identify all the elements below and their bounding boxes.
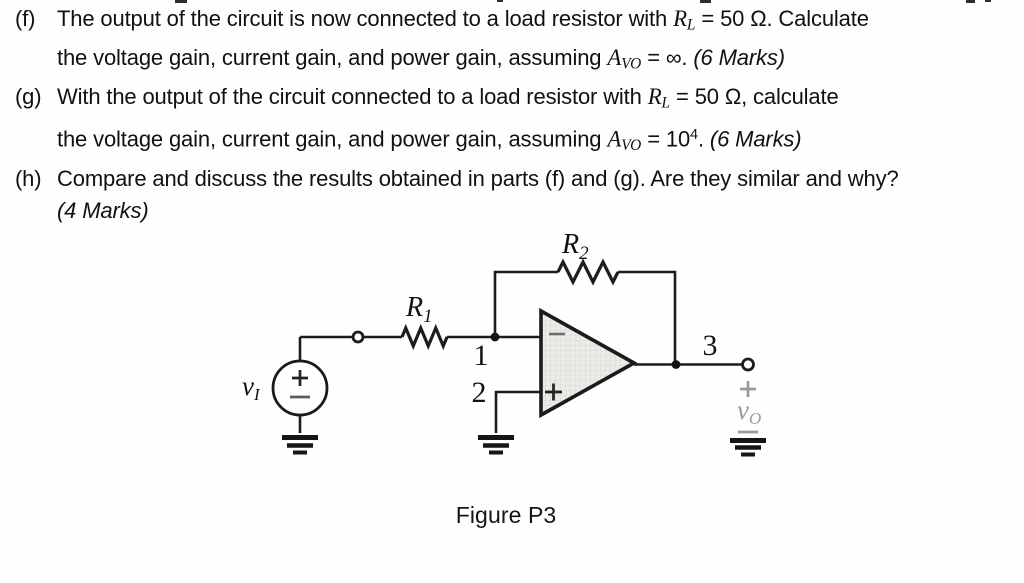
voltage-source-circle bbox=[271, 359, 329, 417]
problem-line: the voltage gain, current gain, and powe… bbox=[0, 119, 1024, 162]
label-node-1: 1 bbox=[474, 339, 489, 372]
label-node-3: 3 bbox=[703, 329, 718, 362]
voltage-source bbox=[271, 337, 329, 455]
wire-noninverting bbox=[494, 390, 541, 433]
noninverting-input-plus-icon bbox=[545, 383, 562, 401]
resistor-r1 bbox=[400, 323, 449, 351]
opamp-triangle bbox=[539, 307, 638, 419]
problem-line: (h) Compare and discuss the results obtai… bbox=[0, 163, 1024, 195]
cropped-text-fragment bbox=[497, 0, 503, 2]
problem-line: (4 Marks) bbox=[0, 195, 1024, 227]
wire-feedback-left bbox=[493, 270, 558, 337]
ground-icon bbox=[478, 435, 514, 455]
label-vout: vO bbox=[737, 395, 761, 428]
label-vin: vI bbox=[242, 371, 261, 404]
problem-item-text: The output of the circuit is now connect… bbox=[57, 6, 869, 34]
problem-item-text: the voltage gain, current gain, and powe… bbox=[57, 126, 802, 155]
problem-item-text: the voltage gain, current gain, and powe… bbox=[57, 44, 785, 73]
problem-item-label: (h) bbox=[15, 165, 42, 191]
cropped-text-fragment bbox=[175, 0, 187, 3]
ground-icon bbox=[730, 438, 766, 457]
wire-feedback-right bbox=[618, 270, 677, 365]
label-node-2: 2 bbox=[472, 376, 487, 409]
output-plus-icon bbox=[740, 381, 756, 397]
problem-line: (f) The output of the circuit is now conn… bbox=[0, 3, 1024, 42]
label-r2: R2 bbox=[561, 229, 589, 264]
problem-item-text: (4 Marks) bbox=[57, 198, 149, 224]
problem-item-text: With the output of the circuit connected… bbox=[57, 83, 839, 111]
node-dot-3 bbox=[671, 360, 681, 369]
problem-line: the voltage gain, current gain, and powe… bbox=[0, 42, 1024, 81]
problem-line: (g) With the output of the circuit connec… bbox=[0, 81, 1024, 120]
plus-icon bbox=[292, 370, 308, 386]
cropped-text-fragment bbox=[700, 0, 711, 3]
opamp bbox=[539, 307, 638, 419]
problem-item-label: (g) bbox=[15, 83, 42, 109]
resistor-r2 bbox=[556, 258, 620, 286]
output-terminal-circle bbox=[741, 357, 755, 372]
cropped-text-fragment bbox=[966, 0, 975, 3]
cropped-text-fragment bbox=[985, 0, 991, 2]
ground-icon bbox=[282, 435, 318, 455]
problem-item-label: (f) bbox=[15, 6, 36, 31]
input-terminal-circle bbox=[351, 330, 365, 344]
label-r1: R1 bbox=[405, 292, 433, 327]
problem-item-text: Compare and discuss the results obtained… bbox=[57, 165, 899, 191]
problem-text: (f) The output of the circuit is now conn… bbox=[0, 3, 1024, 227]
figure-caption: Figure P3 bbox=[455, 502, 557, 528]
